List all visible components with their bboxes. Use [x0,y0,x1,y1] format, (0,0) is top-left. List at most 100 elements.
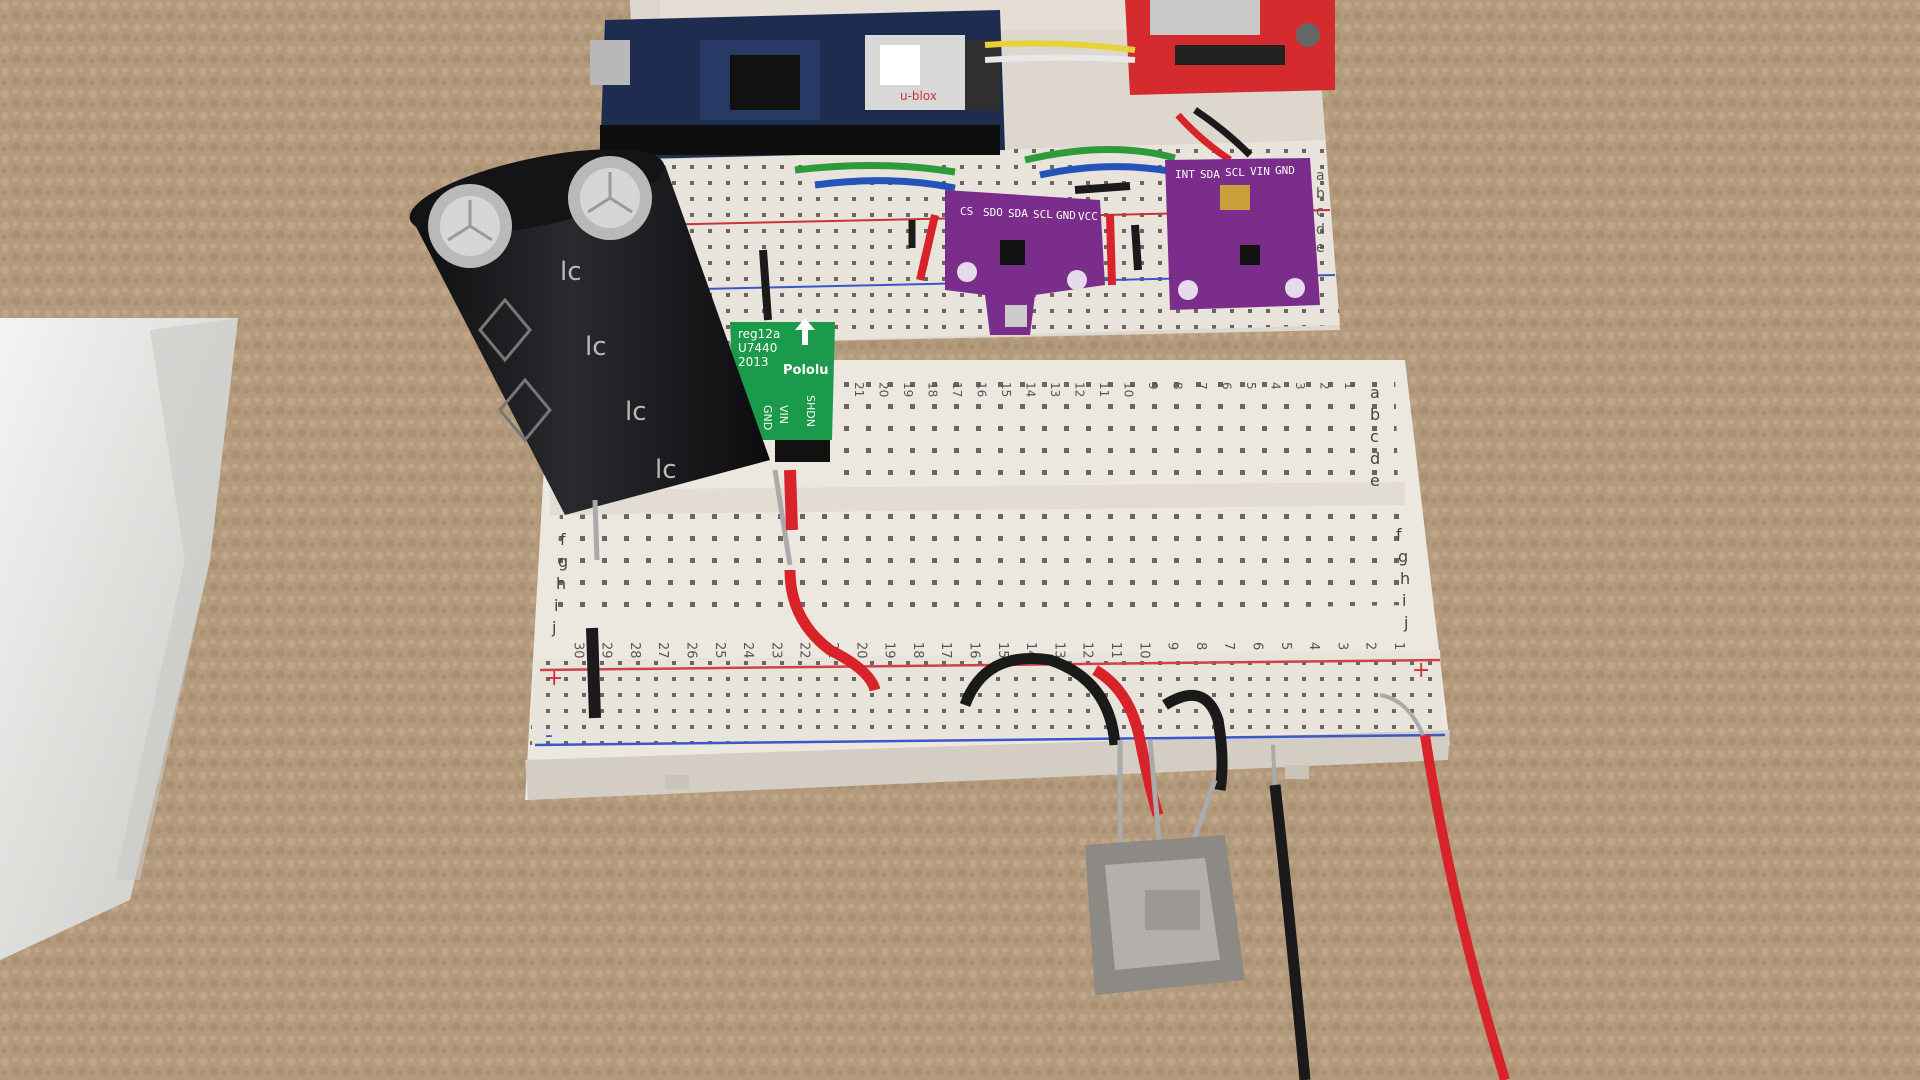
column-number: 2 [1363,642,1378,650]
column-number: 9 [1146,382,1160,390]
svg-text:i: i [554,596,558,615]
svg-text:VIN: VIN [777,405,790,424]
column-number: 13 [1048,382,1062,397]
column-number: 12 [1080,642,1095,659]
column-number: 28 [627,642,642,659]
svg-text:lc: lc [625,397,647,427]
svg-text:e: e [1370,471,1380,490]
column-number: 5 [1244,382,1258,390]
column-number: 8 [1171,382,1185,390]
column-number: 3 [1293,382,1307,390]
svg-text:GND: GND [1056,209,1076,222]
svg-text:SCL: SCL [1033,208,1053,221]
power-transistor [1085,739,1245,995]
column-number: 18 [926,382,940,397]
column-number: 19 [882,642,897,659]
svg-text:j: j [1403,613,1408,632]
svg-text:g: g [558,552,568,571]
column-number: 27 [655,642,670,659]
column-number: 29 [599,642,614,659]
column-number: 12 [1073,382,1087,397]
column-number: 7 [1221,642,1236,650]
svg-text:VIN: VIN [1250,165,1270,178]
svg-text:INT: INT [1175,168,1195,181]
svg-text:e: e [1316,240,1325,256]
svg-text:a: a [1370,383,1380,402]
microcontroller-board: u-blox [590,10,1005,160]
svg-text:i: i [1402,591,1406,610]
column-number: 11 [1108,642,1123,659]
front-row-letters-bottom: f g h i j f g h i j [551,525,1410,637]
svg-text:c: c [1316,204,1324,220]
svg-text:c: c [1370,427,1379,446]
svg-text:a: a [1316,168,1325,184]
svg-text:SDA: SDA [1200,168,1220,181]
svg-text:j: j [551,618,556,637]
column-number: 19 [901,382,915,397]
column-number: 1 [1342,382,1356,390]
column-number: 20 [877,382,891,397]
regulator-line-3: 2013 [738,355,769,369]
svg-text:d: d [1370,449,1380,468]
column-number: 6 [1250,642,1265,650]
column-number: 17 [950,382,964,397]
svg-text:SDO: SDO [983,206,1003,219]
svg-text:h: h [556,574,566,593]
front-row-letters-top: a b c d e [1370,383,1380,490]
column-number: 10 [1122,382,1136,397]
sensor-module-right: INT SDA SCL VIN GND [1165,158,1320,310]
column-number: 23 [768,642,783,659]
svg-text:d: d [1316,222,1325,238]
svg-text:f: f [1396,525,1402,544]
column-number: 15 [999,382,1013,397]
column-number: 20 [853,642,868,659]
bag-edge-shadow [115,318,238,880]
column-number: 30 [570,642,585,659]
column-number: 15 [995,642,1010,659]
column-number: 7 [1195,382,1209,390]
supercapacitor: lc lc lc lc [409,149,793,566]
column-number: 14 [1024,382,1038,397]
voltage-regulator-module: reg12a U7440 2013 Pololu SHDN VIN GND [730,318,835,462]
column-number: 22 [797,642,812,659]
front-column-numbers-bottom: 1234567891011121314151617181920212223242… [570,642,1406,659]
svg-text:CS: CS [960,205,973,218]
rail-plus-left: + [545,666,563,691]
svg-text:b: b [1370,405,1380,424]
back-wires [759,40,1253,321]
column-number: 5 [1278,642,1293,650]
svg-text:h: h [1400,569,1410,588]
regulator-line-2: U7440 [738,341,777,355]
svg-text:SHDN: SHDN [804,395,817,427]
column-number: 6 [1220,382,1234,390]
column-number: 1 [1391,642,1406,650]
ublox-label: u-blox [900,89,937,103]
svg-text:SDA: SDA [1008,207,1028,220]
svg-text:VCC: VCC [1078,210,1098,223]
column-number: 21 [852,382,866,397]
svg-text:GND: GND [1275,164,1295,177]
gps-module [1125,0,1335,95]
rail-minus-left: - [545,723,553,748]
back-row-letters: a b c d e [1316,168,1325,256]
svg-text:f: f [560,530,566,549]
front-wires [586,469,1510,1080]
column-number: 25 [712,642,727,659]
column-number: 4 [1269,382,1283,390]
column-number: 10 [1136,642,1151,659]
rail-plus-right: + [1412,658,1430,683]
column-number: 16 [967,642,982,659]
column-number: 18 [910,642,925,659]
column-number: 4 [1306,642,1321,650]
front-breadboard: + + - a b c d e f g h i j f g h i j 1234… [525,360,1450,800]
column-number: 17 [938,642,953,659]
svg-text:b: b [1316,186,1325,202]
svg-text:lc: lc [655,455,677,485]
svg-text:lc: lc [560,257,582,287]
regulator-brand: Pololu [783,363,829,378]
column-number: 2 [1318,382,1332,390]
column-number: 13 [1051,642,1066,659]
column-number: 24 [740,642,755,659]
